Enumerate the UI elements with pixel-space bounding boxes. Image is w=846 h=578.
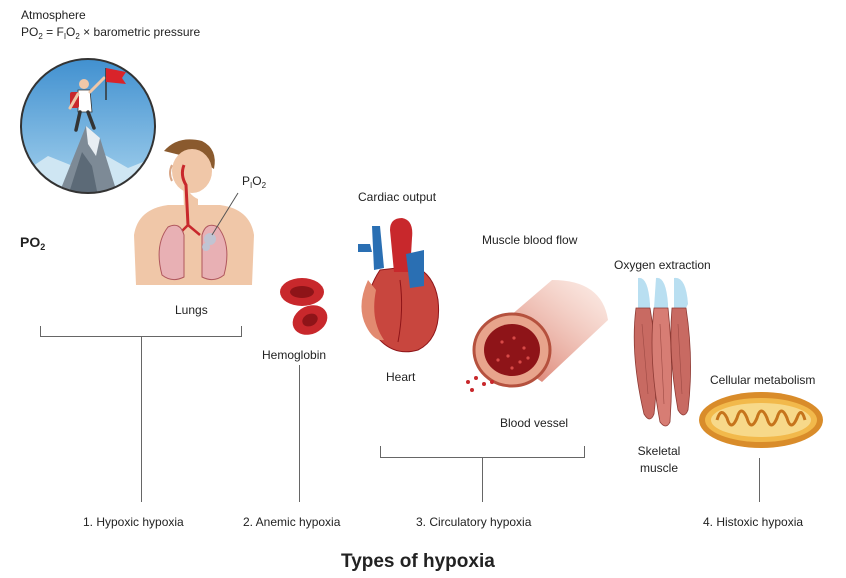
cellular-metabolism-label: Cellular metabolism bbox=[710, 373, 815, 387]
skeletal-muscle-label: Skeletal muscle bbox=[624, 444, 694, 475]
skeletal-text: Skeletal bbox=[624, 444, 694, 458]
stem-circulatory bbox=[482, 457, 483, 502]
atmosphere-label: Atmosphere bbox=[21, 8, 86, 22]
po2-formula: PO2 = FIO2 × barometric pressure bbox=[21, 25, 200, 44]
hemoglobin-illustration bbox=[272, 272, 338, 342]
pio2-p: P bbox=[242, 174, 250, 188]
bracket-circulatory-left bbox=[380, 446, 381, 458]
heart-illustration bbox=[350, 210, 450, 360]
stem-histoxic bbox=[759, 458, 760, 502]
muscle-text: muscle bbox=[624, 461, 694, 475]
lungs-label: Lungs bbox=[175, 303, 208, 317]
torso-lungs-illustration bbox=[128, 135, 260, 290]
formula-rest: × barometric pressure bbox=[80, 25, 200, 39]
type-circulatory-label: 3. Circulatory hypoxia bbox=[416, 515, 531, 529]
type-anemic-label: 2. Anemic hypoxia bbox=[243, 515, 340, 529]
blood-vessel-illustration bbox=[462, 270, 612, 400]
po2-text: PO bbox=[20, 234, 40, 250]
muscle-blood-flow-label: Muscle blood flow bbox=[482, 233, 577, 247]
formula-o: O bbox=[66, 25, 75, 39]
oxygen-extraction-label: Oxygen extraction bbox=[614, 258, 711, 272]
formula-po: PO bbox=[21, 25, 38, 39]
skeletal-muscle-illustration bbox=[630, 274, 700, 434]
heart-label: Heart bbox=[386, 370, 415, 384]
diagram-title: Types of hypoxia bbox=[341, 551, 495, 573]
pio2-o-sub: 2 bbox=[262, 181, 266, 190]
pio2-o: O bbox=[252, 174, 261, 188]
type-hypoxic-label: 1. Hypoxic hypoxia bbox=[83, 515, 184, 529]
formula-eq: = F bbox=[43, 25, 64, 39]
bracket-hypoxic-left bbox=[40, 326, 41, 337]
type-histoxic-label: 4. Histoxic hypoxia bbox=[703, 515, 803, 529]
po2-sub: 2 bbox=[40, 242, 45, 252]
po2-label: PO2 bbox=[20, 234, 45, 252]
hemoglobin-label: Hemoglobin bbox=[262, 348, 326, 362]
bracket-circulatory-right bbox=[584, 446, 585, 458]
mitochondrion-illustration bbox=[695, 388, 827, 452]
pio2-label: PIO2 bbox=[242, 174, 266, 193]
bracket-hypoxic-right bbox=[241, 326, 242, 337]
blood-vessel-label: Blood vessel bbox=[500, 416, 568, 430]
stem-anemic bbox=[299, 365, 300, 502]
cardiac-output-label: Cardiac output bbox=[358, 190, 436, 204]
stem-hypoxic bbox=[141, 336, 142, 502]
